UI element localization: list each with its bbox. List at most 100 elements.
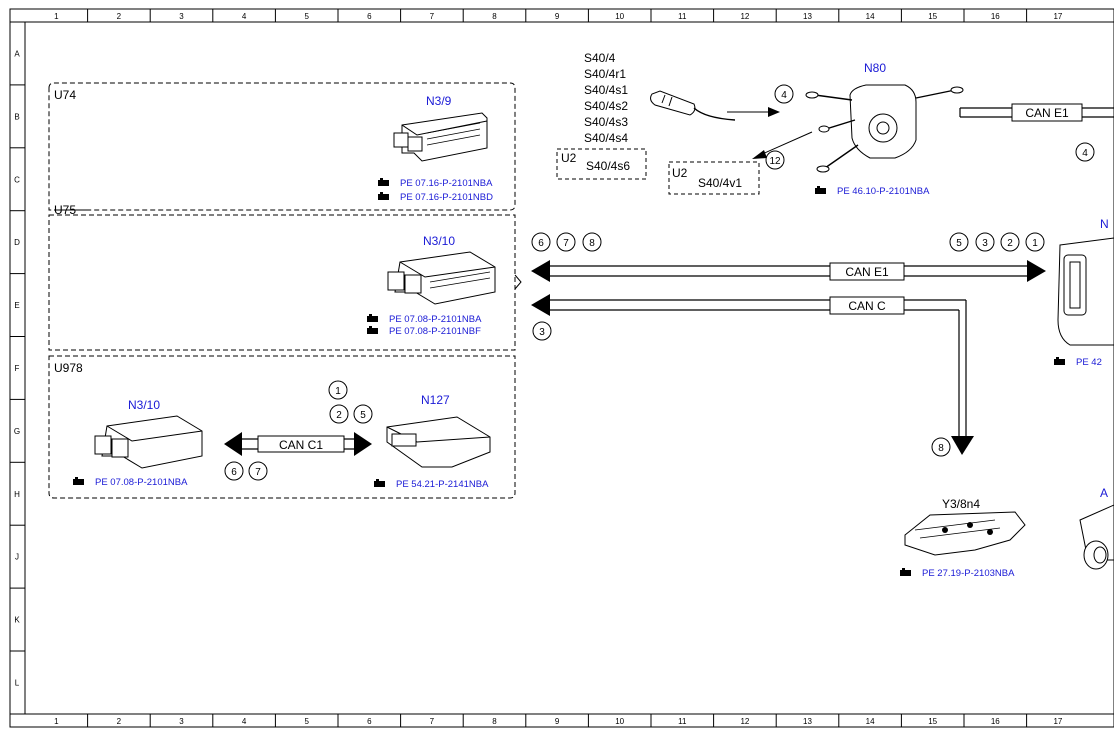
grid-col-label: 16 [991, 12, 1000, 21]
grid-col-label: 8 [492, 717, 497, 726]
grid-col-label: 5 [304, 12, 309, 21]
can-c1-label: CAN C1 [279, 438, 323, 452]
grid-col-label: 5 [304, 717, 309, 726]
a-right-component-icon [1079, 504, 1114, 570]
can-e1-top-bus [959, 103, 1114, 122]
grid-col-label: 17 [1053, 717, 1062, 726]
svg-text:S40/4r1: S40/4r1 [584, 67, 626, 81]
grid-col-label: 14 [866, 12, 875, 21]
y3-8n4-valve-body-icon [904, 511, 1026, 556]
marker-1: 1 [1025, 232, 1045, 252]
switch-s40-4s6: S40/4s6 [586, 159, 630, 173]
grid-col-label: 9 [555, 12, 560, 21]
marker-8-down: 8 [931, 437, 951, 457]
svg-text:3: 3 [982, 238, 988, 249]
switch-s40-4v1: S40/4v1 [698, 176, 742, 190]
grid-col-label: 6 [367, 12, 372, 21]
grid-row-label: J [15, 553, 19, 562]
grid-col-label: 12 [740, 717, 749, 726]
n127-label: N127 [421, 393, 450, 407]
grid-col-label: 6 [367, 717, 372, 726]
grid-row-label: F [15, 364, 20, 373]
frame-outer [9, 8, 1114, 728]
marker-c1-5: 5 [353, 404, 373, 424]
grid-col-label: 12 [740, 12, 749, 21]
grid-col-label: 7 [430, 12, 435, 21]
group-u978-box [48, 355, 516, 499]
grid-col-label: 11 [678, 717, 687, 726]
ref-n3-10-1: PE 07.08-P-2101NBA [389, 314, 482, 325]
ref-n80: PE 46.10-P-2101NBA [837, 186, 930, 197]
grid-col-label: 3 [179, 717, 184, 726]
marker-4-top: 4 [774, 84, 794, 104]
svg-text:1: 1 [1032, 238, 1038, 249]
grid-row-label: H [14, 490, 20, 499]
group-u2-a-box [556, 148, 647, 180]
can-c1-bus [224, 432, 372, 456]
group-u74-box [48, 82, 516, 211]
svg-text:S40/4s3: S40/4s3 [584, 115, 628, 129]
svg-text:7: 7 [255, 467, 261, 478]
n127-module-icon [386, 416, 491, 468]
marker-6: 6 [531, 232, 551, 252]
grid-col-label: 8 [492, 12, 497, 21]
ref-n3-9-1: PE 07.16-P-2101NBA [400, 178, 493, 189]
marker-c1-7: 7 [248, 461, 268, 481]
group-u2-b-box [668, 161, 760, 195]
svg-text:S40/4: S40/4 [584, 51, 616, 65]
marker-5: 5 [949, 232, 969, 252]
can-e1-top-label: CAN E1 [1025, 106, 1069, 120]
svg-text:S40/4s1: S40/4s1 [584, 83, 628, 97]
svg-text:5: 5 [956, 238, 962, 249]
grid-col-label: 2 [117, 12, 122, 21]
grid-labels: 1122334455667788991010111112121313141415… [14, 12, 1063, 726]
svg-text:5: 5 [360, 410, 366, 421]
marker-3-left: 3 [532, 321, 552, 341]
grid-row-label: D [14, 238, 20, 247]
marker-12: 12 [765, 150, 785, 170]
grid-row-label: L [15, 678, 20, 687]
svg-text:6: 6 [231, 467, 237, 478]
grid-row-label: G [14, 427, 20, 436]
group-u2-b-label: U2 [672, 166, 688, 180]
svg-text:7: 7 [563, 238, 569, 249]
grid-col-label: 15 [928, 717, 937, 726]
svg-text:2: 2 [1007, 238, 1013, 249]
a-right-label: A [1100, 486, 1108, 500]
grid-col-label: 1 [54, 717, 59, 726]
grid-col-label: 1 [54, 12, 59, 21]
marker-7: 7 [556, 232, 576, 252]
grid-col-label: 17 [1053, 12, 1062, 21]
grid-row-label: B [14, 112, 19, 121]
can-e1-bus [531, 260, 1046, 282]
svg-text:3: 3 [539, 327, 545, 338]
group-u2-a-label: U2 [561, 151, 577, 165]
n-right-module-icon [1057, 237, 1114, 346]
marker-3: 3 [975, 232, 995, 252]
grid-col-label: 11 [678, 12, 687, 21]
group-u74-label: U74 [54, 88, 76, 102]
group-u75-box [48, 214, 516, 351]
grid-col-label: 9 [555, 717, 560, 726]
svg-text:S40/4s2: S40/4s2 [584, 99, 628, 113]
grid-col-label: 10 [615, 717, 624, 726]
n3-9-label: N3/9 [426, 94, 452, 108]
grid-col-label: 14 [866, 717, 875, 726]
n3-9-ecu-icon [393, 112, 488, 162]
n3-10-ecu-icon [387, 251, 496, 305]
n3-10-b-ecu-icon [94, 415, 203, 469]
group-u75-label: U75 [54, 203, 76, 217]
group-u978-label: U978 [54, 361, 83, 375]
n80-steering-column-module-icon [805, 84, 964, 173]
ref-n3-10-b: PE 07.08-P-2101NBA [95, 477, 188, 488]
svg-text:6: 6 [538, 238, 544, 249]
ref-n3-10-2: PE 07.08-P-2101NBF [389, 326, 481, 337]
svg-text:12: 12 [769, 156, 781, 167]
can-e1-label: CAN E1 [845, 265, 889, 279]
y3-8n4-label: Y3/8n4 [942, 497, 980, 511]
ref-y3: PE 27.19-P-2103NBA [922, 568, 1015, 579]
marker-2: 2 [1000, 232, 1020, 252]
svg-text:1: 1 [335, 386, 341, 397]
grid-col-label: 7 [430, 717, 435, 726]
grid-ticks [10, 9, 1028, 727]
